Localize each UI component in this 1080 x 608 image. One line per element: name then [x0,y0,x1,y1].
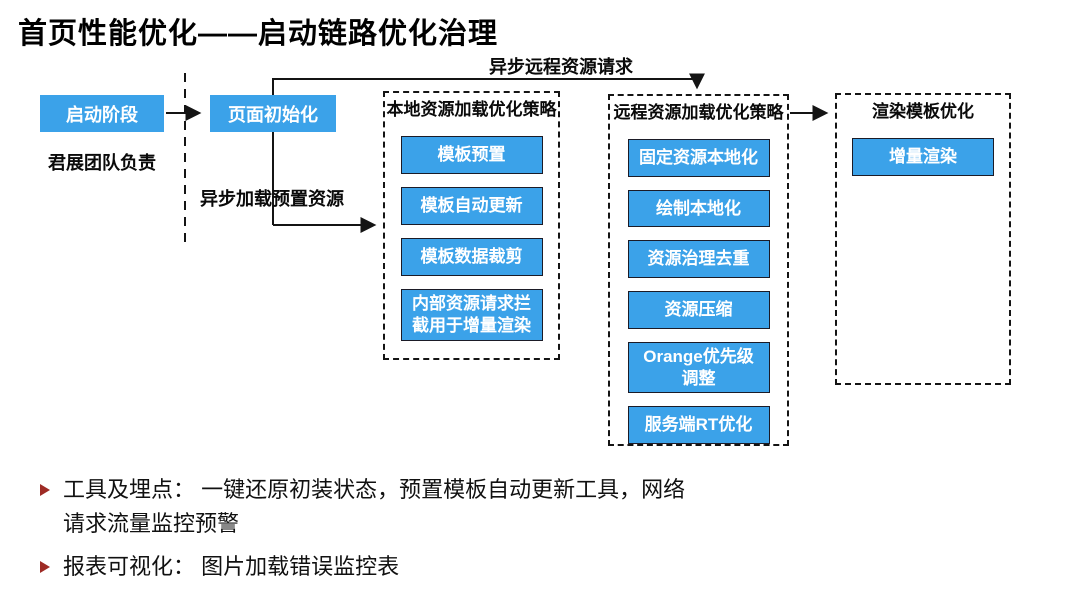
team-note: 君展团队负责 [48,153,156,173]
note-text: 工具及埋点： 一键还原初装状态，预置模板自动更新工具，网络请求流量监控预警 [63,477,686,536]
strategy-item: 固定资源本地化 [627,139,770,177]
page-title: 首页性能优化——启动链路优化治理 [18,18,499,50]
edge-label-async-remote: 异步远程资源请求 [489,57,633,77]
edge-label-async-preset: 异步加载预置资源 [200,189,344,209]
strategy-item: Orange优先级调整 [627,341,770,394]
panel-title: 远程资源加载优化策略 [613,103,784,122]
panel-title: 本地资源加载优化策略 [386,100,557,119]
note-item: 报表可视化： 图片加载错误监控表 [38,550,693,584]
panel-title: 渲染模板优化 [872,102,974,121]
strategy-item: 模板数据裁剪 [400,238,543,276]
strategy-item: 资源压缩 [627,291,770,329]
panel-remote-resource-strategy: 远程资源加载优化策略 固定资源本地化 绘制本地化 资源治理去重 资源压缩 Ora… [608,94,789,446]
panel-local-resource-strategy: 本地资源加载优化策略 模板预置 模板自动更新 模板数据裁剪 内部资源请求拦截用于… [383,91,560,360]
node-page-init: 页面初始化 [210,95,336,132]
note-text: 报表可视化： 图片加载错误监控表 [63,554,400,579]
bullet-triangle-icon [40,561,50,573]
panel-render-template: 渲染模板优化 增量渲染 [835,93,1011,385]
strategy-item: 绘制本地化 [627,189,770,228]
strategy-item: 模板自动更新 [400,187,543,225]
strategy-item: 模板预置 [400,136,543,174]
strategy-item: 增量渲染 [852,138,994,176]
notes-list: 工具及埋点： 一键还原初装状态，预置模板自动更新工具，网络请求流量监控预警 报表… [38,473,693,593]
strategy-item: 内部资源请求拦截用于增量渲染 [400,289,543,341]
node-start-phase: 启动阶段 [40,95,164,132]
note-item: 工具及埋点： 一键还原初装状态，预置模板自动更新工具，网络请求流量监控预警 [38,473,693,541]
strategy-item: 服务端RT优化 [627,406,770,444]
strategy-item: 资源治理去重 [627,240,770,279]
bullet-triangle-icon [40,484,50,496]
